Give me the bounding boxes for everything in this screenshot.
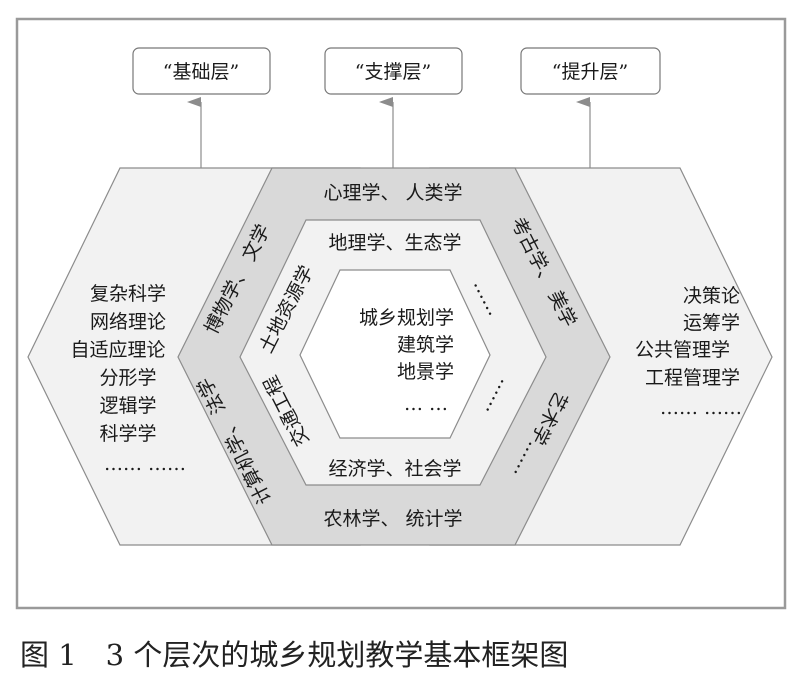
right-item: 决策论 [683,285,740,307]
inner-ring-top: 地理学、生态学 [328,232,461,254]
core-item: 地景学 [397,361,454,383]
left-item: 分形学 [99,367,156,389]
core-item: … … [404,393,448,415]
left-item: 网络理论 [90,311,166,333]
right-item: 公共管理学 [635,339,730,361]
core-hexagon [299,269,491,439]
outer-ring-bottom: 农林学、 统计学 [323,508,462,530]
layer-box-support: “支撑层” [324,47,463,95]
core-item: 城乡规划学 [359,307,454,329]
right-item: 工程管理学 [645,367,740,389]
layer-label: “基础层” [163,61,239,83]
layer-label: “提升层” [552,61,628,83]
left-item: 复杂科学 [90,283,166,305]
core-list: 城乡规划学 建筑学 地景学 … … [359,307,454,415]
left-item: 逻辑学 [99,395,156,417]
layer-label: “支撑层” [355,61,431,83]
figure-caption: 图 1 3 个层次的城乡规划教学基本框架图 [20,638,568,672]
core-item: 建筑学 [397,334,454,356]
layer-box-basic: “基础层” [132,47,271,95]
layer-box-advanced: “提升层” [520,47,661,95]
left-panel-list: 复杂科学 网络理论 自适应理论 分形学 逻辑学 科学学 …… …… [70,283,186,475]
inner-ring-bottom: 经济学、社会学 [328,458,461,480]
right-item: 运筹学 [683,312,740,334]
outer-ring-top: 心理学、 人类学 [323,182,462,204]
left-item: …… …… [104,453,186,475]
left-item: 自适应理论 [70,339,165,361]
right-panel-list: 决策论 运筹学 公共管理学 工程管理学 …… …… [635,285,742,419]
right-item: …… …… [660,397,742,419]
left-item: 科学学 [99,423,156,445]
